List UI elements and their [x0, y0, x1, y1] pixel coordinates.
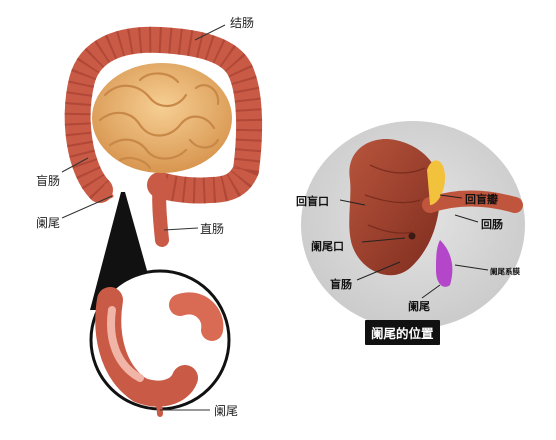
leader-lines-left [61, 24, 226, 411]
label-ileocecal-valve: 回盲瓣 [465, 193, 498, 206]
rectum [152, 173, 169, 247]
label-mesoappendix: 阑尾系膜 [490, 267, 520, 276]
small-intestine [92, 63, 232, 173]
mesoappendix [436, 240, 453, 287]
label-cecum-right: 盲肠 [330, 278, 352, 291]
label-appendix-right: 阑尾 [408, 300, 430, 313]
label-ileocecal-orifice: 回盲口 [296, 195, 329, 208]
ileocecal-valve [427, 160, 446, 205]
appendix-opening [408, 232, 416, 240]
ileum-tube [422, 190, 523, 213]
leader-lines-right [339, 194, 489, 299]
zoom-circle [89, 269, 231, 417]
label-cecum-left: 盲肠 [36, 174, 61, 188]
label-ileum: 回肠 [481, 218, 503, 231]
label-rectum: 直肠 [200, 222, 225, 236]
label-colon: 结肠 [230, 16, 255, 30]
label-appendix-zoom: 阑尾 [214, 404, 239, 418]
label-appendix-left: 阑尾 [36, 216, 61, 230]
label-appendix-orifice: 阑尾口 [311, 240, 344, 253]
caption: 阑尾的位置 [365, 320, 440, 345]
colon [64, 26, 263, 204]
